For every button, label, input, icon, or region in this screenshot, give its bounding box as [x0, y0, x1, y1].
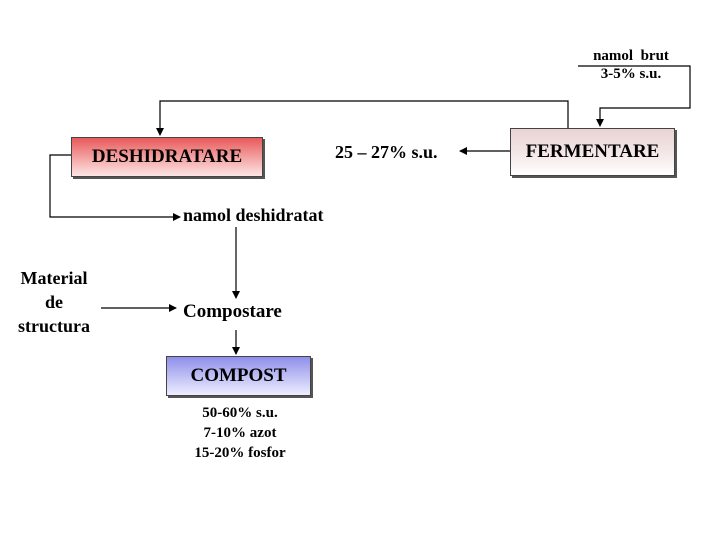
fermentare-box: FERMENTARE: [510, 128, 675, 176]
material-line2: de: [45, 292, 63, 312]
compost-specs: 50-60% s.u. 7-10% azot 15-20% fosfor: [176, 403, 304, 463]
material-line1: Material: [20, 268, 88, 288]
compost-box: COMPOST: [166, 356, 311, 396]
connector-brut-to-fermentare: [578, 65, 691, 127]
namol-brut-label: namol brut 3-5% s.u.: [578, 47, 684, 83]
compost-label: COMPOST: [190, 365, 287, 386]
fermentare-label: FERMENTARE: [525, 141, 660, 162]
compost-spec-su: 50-60% s.u.: [202, 405, 278, 421]
deshidratare-label: DESHIDRATARE: [91, 146, 243, 167]
deshidratare-box: DESHIDRATARE: [71, 137, 263, 177]
namol-brut-su: 3-5% s.u.: [600, 66, 662, 82]
material-line3: structura: [18, 316, 90, 336]
namol-brut-title: namol brut: [593, 48, 669, 64]
material-structura-label: Material de structura: [6, 266, 102, 338]
compost-spec-azot: 7-10% azot: [203, 425, 277, 441]
compostare-label: Compostare: [183, 301, 282, 322]
connector-fermentare-to-deshidratare: [156, 100, 569, 136]
su-output-label: 25 – 27% s.u.: [335, 142, 438, 162]
namol-deshidratat-label: namol deshidratat: [183, 205, 324, 225]
connector-deshidratare-to-namol: [49, 154, 181, 221]
compost-spec-fosfor: 15-20% fosfor: [194, 445, 286, 461]
